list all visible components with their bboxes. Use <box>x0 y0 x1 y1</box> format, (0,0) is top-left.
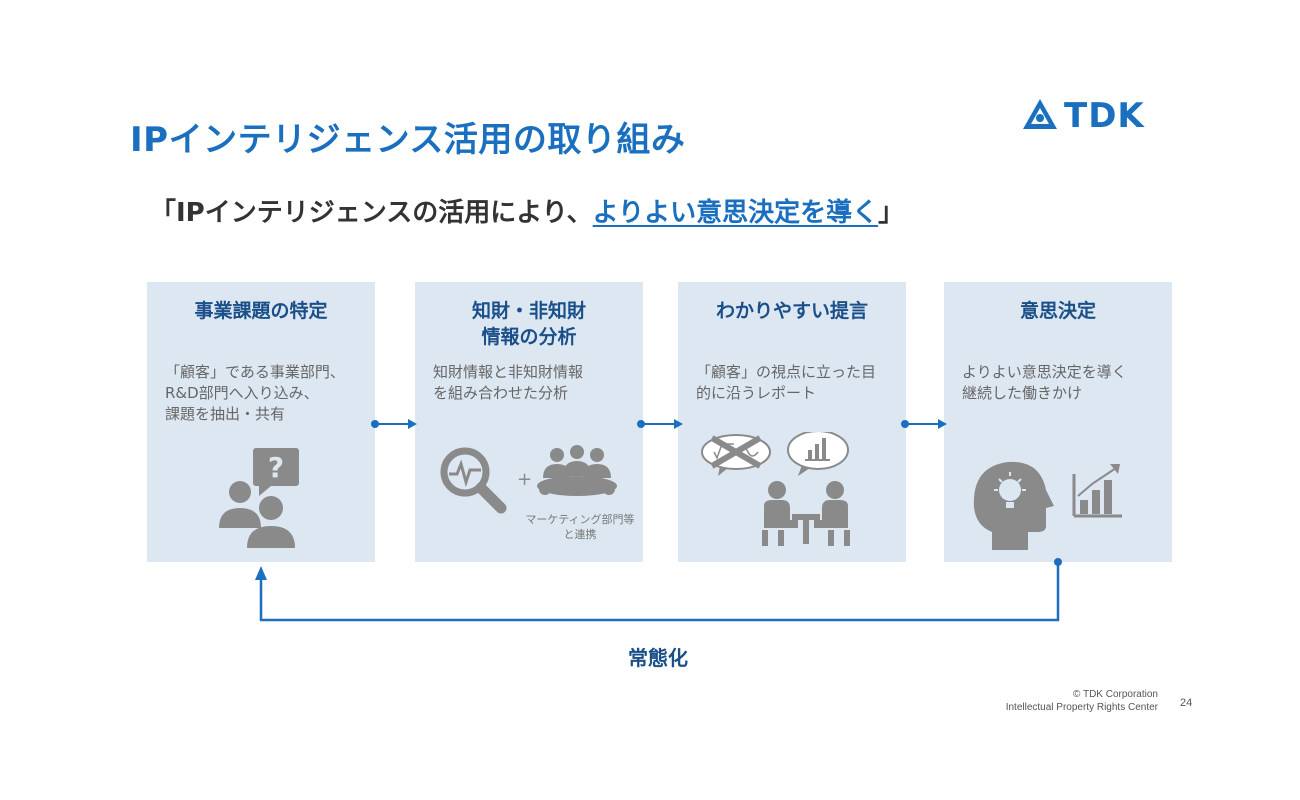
consultation-question-icon: ? <box>219 448 299 548</box>
analysis-magnifier-icon <box>440 445 617 514</box>
step-title: 知財・非知財 情報の分析 <box>471 300 586 348</box>
arrow-connector-1 <box>371 419 417 429</box>
step-box-business-issues: 事業課題の特定 「顧客」である事業部門、 R&D部門へ入り込み、 課題を抽出・共… <box>147 282 375 562</box>
subtitle-prefix: 「IPインテリジェンスの活用により、 <box>150 198 593 228</box>
step-box-analysis: 知財・非知財 情報の分析 知財情報と非知財情報 を組み合わせた分析 + マーケテ… <box>415 282 643 562</box>
tdk-logo: TDK <box>1020 96 1145 136</box>
tdk-emblem-icon <box>1023 99 1057 129</box>
step-title: 意思決定 <box>1019 300 1096 322</box>
step-box-decision: 意思決定 よりよい意思決定を導く 継続した働きかけ <box>944 282 1172 562</box>
idea-head-chart-icon <box>973 461 1122 550</box>
step-description: 「顧客」の視点に立った目 的に沿うレポート <box>696 363 877 402</box>
page-title: IPインテリジェンス活用の取り組み <box>130 120 686 160</box>
collaboration-note: マーケティング部門等 と連携 <box>525 513 635 541</box>
step-description: 「顧客」である事業部門、 R&D部門へ入り込み、 課題を抽出・共有 <box>165 363 345 423</box>
svg-text:?: ? <box>268 451 284 484</box>
meeting-people-icon <box>762 481 850 546</box>
chart-bubble-icon <box>787 432 849 476</box>
team-group-icon <box>537 445 617 496</box>
meeting-report-icon <box>701 432 850 546</box>
formula-bubble-crossed-icon <box>701 434 771 476</box>
step-title: 事業課題の特定 <box>194 300 328 322</box>
department-text: Intellectual Property Rights Center <box>1005 702 1158 713</box>
step-title: わかりやすい提言 <box>715 300 868 322</box>
step-description: よりよい意思決定を導く 継続した働きかけ <box>962 363 1127 402</box>
footer: © TDK Corporation Intellectual Property … <box>1006 688 1158 714</box>
bar-chart-icon <box>1072 464 1122 518</box>
logo-text: TDK <box>1064 96 1145 136</box>
copyright-text: © TDK Corporation <box>1073 689 1158 700</box>
step-box-proposal: わかりやすい提言 「顧客」の視点に立った目 的に沿うレポート <box>678 282 906 562</box>
arrow-connector-3 <box>901 419 947 429</box>
step-description: 知財情報と非知財情報 を組み合わせた分析 <box>433 363 584 402</box>
arrow-connector-2 <box>637 419 683 429</box>
page-number: 24 <box>1180 697 1193 709</box>
subtitle-highlight: よりよい意思決定を導く <box>592 198 879 228</box>
subtitle-suffix: 」 <box>878 198 905 228</box>
subtitle: 「IPインテリジェンスの活用により、よりよい意思決定を導く」 <box>150 192 904 229</box>
loop-label: 常態化 <box>628 646 688 670</box>
plus-sign: + <box>517 469 533 490</box>
